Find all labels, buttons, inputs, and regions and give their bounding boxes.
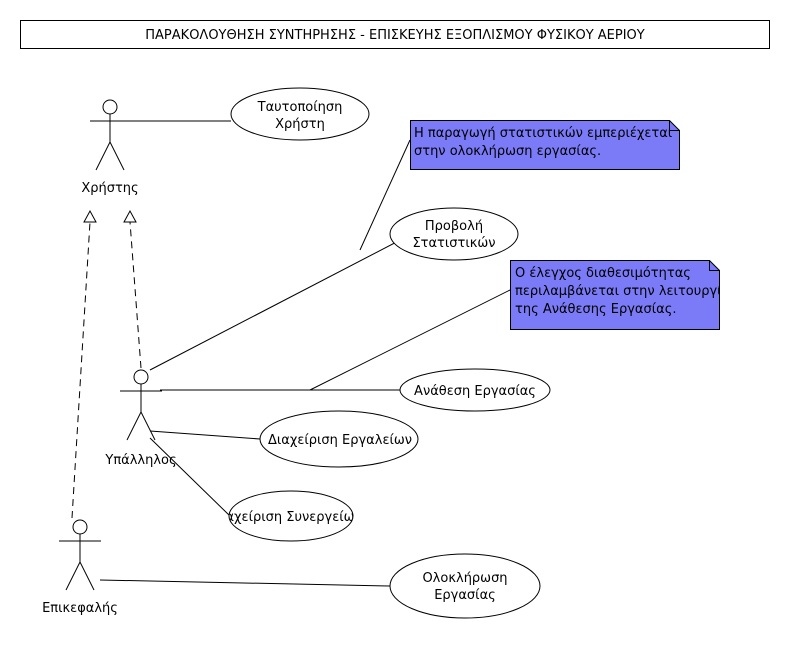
use-case-tools[interactable]: Διαχείριση Εργαλείων [259,410,419,468]
use-case-workshops-label: Διαχείριση Συνεργείων [212,510,362,525]
note-availability[interactable]: Ο έλεγχος διαθεσιμότητας περιλαμβάνεται … [510,260,731,330]
use-case-statistics-line-1: Προβολή [425,219,483,234]
note-anchor-statistics [359,139,411,251]
diagram-title: ΠΑΡΑΚΟΛΟΥΘΗΣΗ ΣΥΝΤΗΡΗΣΗΣ - ΕΠΙΣΚΕΥΗΣ ΕΞΟ… [20,20,770,49]
actor-employee-label: Υπάλληλος [104,453,176,468]
note-anchor-availability [309,289,511,391]
note-statistics-line-1: Η παραγωγή στατιστικών εμπεριέχεται [414,126,672,141]
use-case-assignment[interactable]: Ανάθεση Εργασίας [399,368,551,412]
note-availability-line-2: περιλαμβάνεται στην λειτουργία [515,284,730,299]
generalization-head-user [71,221,91,519]
generalization-arrowhead-head [83,209,97,223]
actor-user-figure [90,99,131,171]
connectors [99,120,511,587]
use-case-completion-line-1: Ολοκλήρωση [422,571,507,586]
note-availability-line-1: Ο έλεγχος διαθεσιμότητας [515,266,691,281]
assoc-employee-tools [149,430,261,440]
use-case-completion[interactable]: Ολοκλήρωση Εργασίας [389,553,541,619]
actor-employee-figure [120,369,162,441]
actor-user-label: Χρήστης [81,181,138,196]
use-case-tools-label: Διαχείριση Εργαλείων [268,433,412,448]
use-case-authentication[interactable]: Ταυτοποίηση Χρήστη [230,87,370,141]
actor-head-label: Επικεφαλής [42,601,118,616]
actor-user[interactable]: Χρήστης [81,99,139,196]
assoc-employee-statistics [149,234,411,371]
use-case-authentication-line-1: Ταυτοποίηση [257,100,343,115]
note-statistics-line-2: στην ολοκλήρωση εργασίας. [414,144,601,159]
use-case-statistics-line-2: Στατιστικών [412,236,495,251]
generalization-employee-user [129,221,142,369]
use-case-workshops[interactable]: Διαχείριση Συνεργείων [212,490,362,542]
use-case-completion-line-2: Εργασίας [434,588,496,603]
note-statistics[interactable]: Η παραγωγή στατιστικών εμπεριέχεται στην… [410,120,680,170]
use-case-assignment-label: Ανάθεση Εργασίας [414,384,536,399]
assoc-employee-workshops [149,437,231,517]
generalization-arrowhead-employee [123,209,137,223]
use-case-authentication-line-2: Χρήστη [275,117,325,132]
actor-head-figure [59,519,101,591]
actor-head[interactable]: Επικεφαλής [42,519,118,616]
actor-employee[interactable]: Υπάλληλος [104,369,177,468]
diagram-title-text: ΠΑΡΑΚΟΛΟΥΘΗΣΗ ΣΥΝΤΗΡΗΣΗΣ - ΕΠΙΣΚΕΥΗΣ ΕΞΟ… [145,28,645,43]
note-availability-line-3: της Ανάθεσης Εργασίας. [515,302,676,317]
use-case-statistics[interactable]: Προβολή Στατιστικών [389,207,519,261]
assoc-head-completion [99,579,391,587]
generalizations [71,209,142,519]
